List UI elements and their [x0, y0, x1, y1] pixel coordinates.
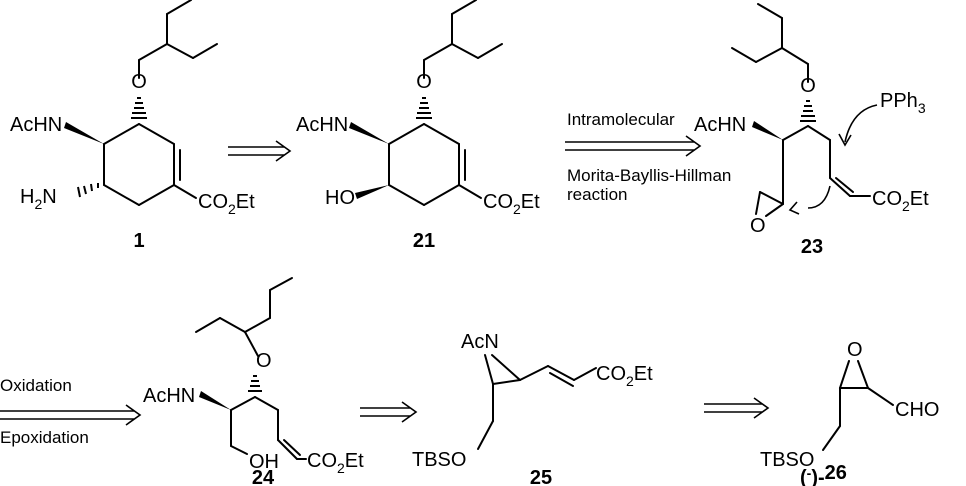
svg-text:H2N: H2N: [20, 186, 57, 212]
compound-label-21: 21: [413, 230, 435, 252]
ester-et: Et: [345, 450, 364, 472]
compound-label-23: 23: [801, 236, 823, 258]
ester-et: Et: [236, 191, 255, 213]
ester-subscript: 2: [902, 198, 910, 214]
ester-et: Et: [634, 363, 653, 385]
tbso-group: TBSO: [412, 449, 466, 471]
achn-group: AcHN: [296, 114, 348, 136]
condition-mbh: Morita-Bayllis-Hillman: [567, 166, 731, 185]
ester-subscript: 2: [626, 373, 634, 389]
compound-label-1: 1: [133, 230, 144, 252]
ester-co: CO: [596, 363, 626, 385]
condition-intramolecular: Intramolecular: [567, 110, 675, 129]
compound-1: O CO2Et AcHN H2N 1: [10, 0, 255, 252]
ester-subscript: 2: [228, 201, 236, 217]
pph3-ph: PPh: [880, 90, 918, 112]
svg-text:CO2Et: CO2Et: [596, 363, 653, 389]
ester-subscript: 2: [337, 460, 345, 476]
ester-et: Et: [910, 188, 929, 210]
ester-co: CO: [307, 450, 337, 472]
ether-oxygen: O: [800, 75, 816, 97]
achn-group: AcHN: [143, 385, 195, 407]
compound-21: O CO2Et AcHN HO 21: [296, 0, 540, 252]
amine-n: N: [42, 186, 56, 208]
compound-24: O CO2Et AcHN OH 24: [143, 277, 364, 486]
retro-arrow-4: [360, 401, 418, 423]
retro-arrow-2: Intramolecular Morita-Bayllis-Hillman re…: [565, 110, 731, 204]
compound-label-25: 25: [530, 467, 552, 486]
condition-epoxidation: Epoxidation: [0, 428, 89, 447]
compound-26: O CHO TBSO (-)-26: [760, 339, 939, 486]
hydroxyl-group: HO: [325, 187, 355, 209]
retro-arrow-1: [228, 140, 292, 162]
hydroxyl-group: OH: [249, 451, 279, 473]
compound-25: AcN CO2Et TBSO 25: [412, 331, 653, 486]
svg-text:CO2Et: CO2Et: [483, 191, 540, 217]
epoxide-oxygen: O: [750, 215, 766, 237]
compound-23: O CO2Et AcHN O PPh3 23: [694, 3, 929, 258]
ether-oxygen: O: [256, 350, 272, 372]
ester-et: Et: [521, 191, 540, 213]
condition-oxidation: Oxidation: [0, 376, 72, 395]
ester-subscript: 2: [513, 201, 521, 217]
aldehyde-group: CHO: [895, 399, 939, 421]
svg-text:CO2Et: CO2Et: [198, 191, 255, 217]
pph3-subscript: 3: [918, 100, 926, 116]
amine-subscript: 2: [34, 196, 42, 212]
achn-group: AcHN: [10, 114, 62, 136]
compound-label-24: 24: [252, 467, 275, 486]
svg-text:CO2Et: CO2Et: [872, 188, 929, 214]
ether-oxygen: O: [131, 71, 147, 93]
svg-text:PPh3: PPh3: [880, 90, 926, 116]
amine-h: H: [20, 186, 34, 208]
compound-label-26: (-)-26: [800, 462, 847, 486]
ester-co: CO: [872, 188, 902, 210]
ester-co: CO: [483, 191, 513, 213]
epoxide-oxygen: O: [847, 339, 863, 361]
retro-arrow-3: Oxidation Epoxidation: [0, 376, 142, 447]
ester-co: CO: [198, 191, 228, 213]
ether-oxygen: O: [416, 71, 432, 93]
retro-arrow-5: [704, 397, 770, 419]
svg-text:CO2Et: CO2Et: [307, 450, 364, 476]
achn-group: AcHN: [694, 114, 746, 136]
tbso-group: TBSO: [760, 449, 814, 471]
condition-reaction: reaction: [567, 185, 627, 204]
acn-group: AcN: [461, 331, 499, 353]
